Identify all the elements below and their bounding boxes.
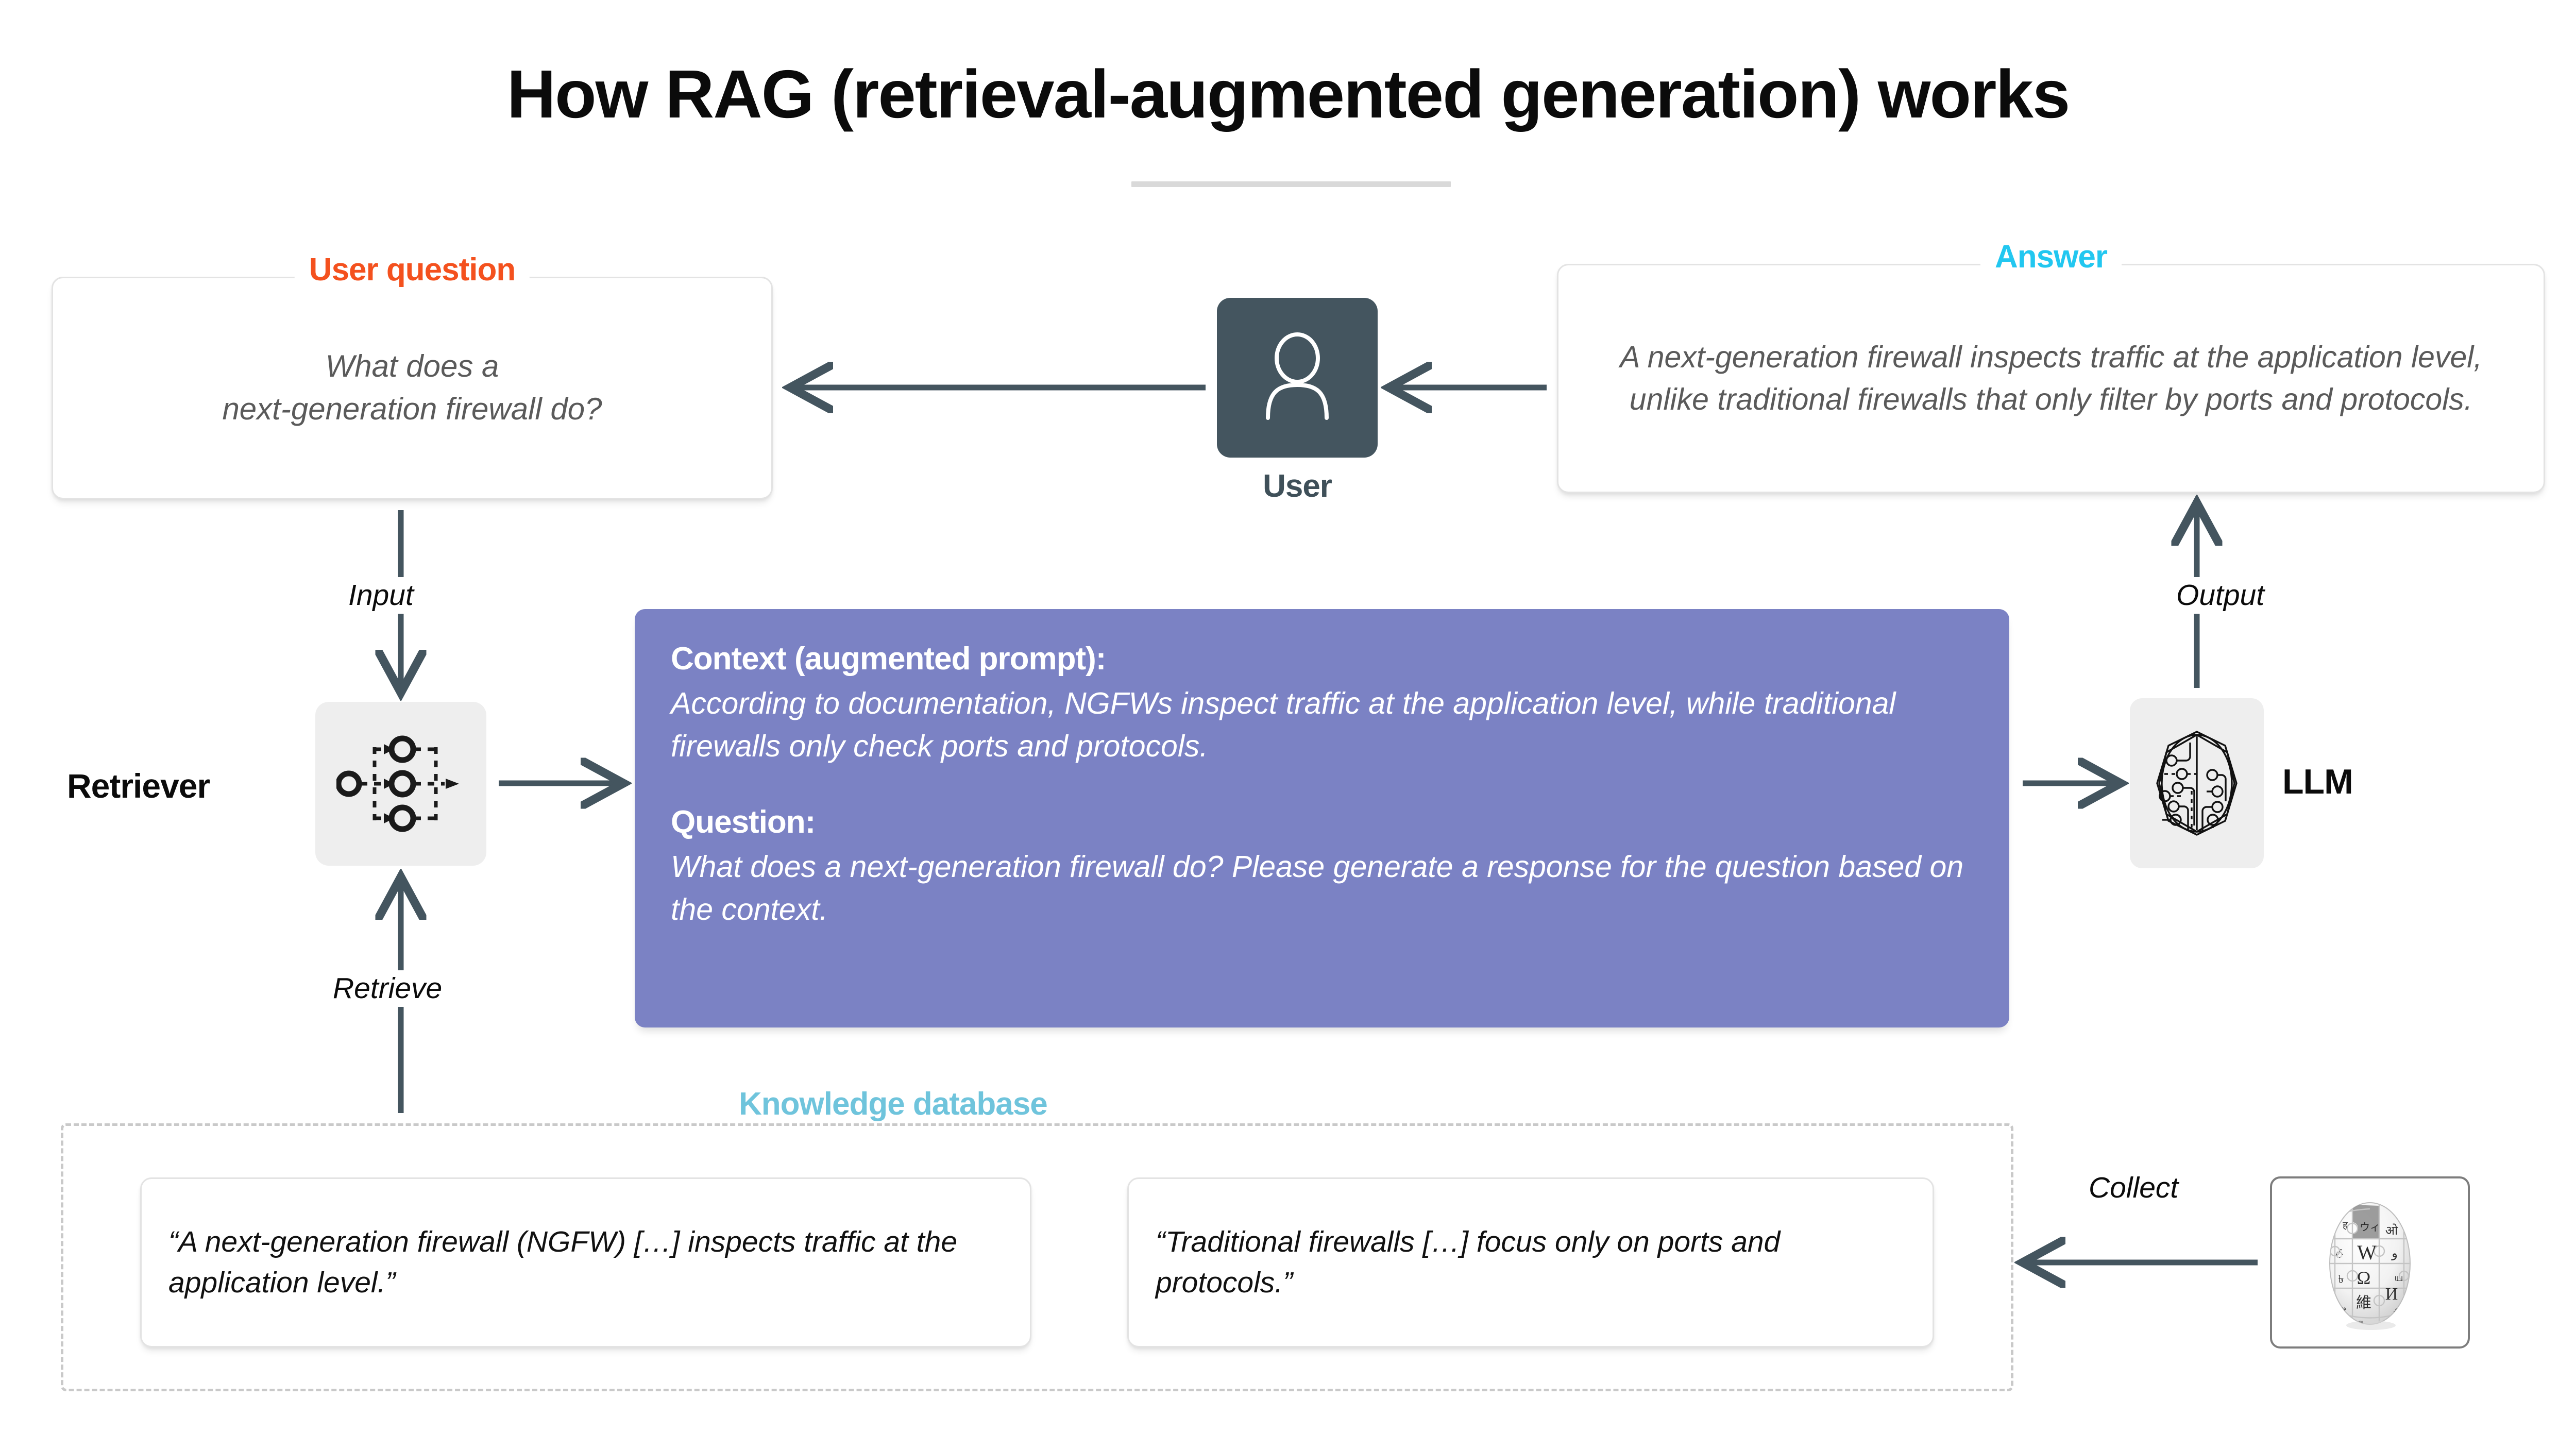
retriever-label: Retriever xyxy=(67,767,210,805)
svg-text:И: И xyxy=(2385,1285,2398,1304)
arrow-label-retrieve: Retrieve xyxy=(325,970,451,1007)
context-spacer xyxy=(671,768,1973,802)
retriever-tile xyxy=(315,702,486,866)
circuit-brain-icon xyxy=(2156,731,2238,836)
user-label: User xyxy=(1263,468,1332,504)
svg-text:ง: ง xyxy=(2393,1305,2399,1318)
wikipedia-globe-icon: ओ ウィ ह و W ் ய Ω ৳ И 維 ง ฮ ೆ xyxy=(2329,1202,2411,1330)
page-title: How RAG (retrieval-augmented generation)… xyxy=(506,56,2071,132)
svg-text:W: W xyxy=(2357,1241,2377,1264)
svg-text:Ω: Ω xyxy=(2357,1268,2371,1288)
svg-text:維: 維 xyxy=(2356,1294,2371,1311)
user-node: User xyxy=(1217,298,1378,504)
context-text: According to documentation, NGFWs inspec… xyxy=(671,686,1896,764)
title-divider xyxy=(1131,181,1451,187)
knowledge-document-card: “A next-generation firewall (NGFW) […] i… xyxy=(140,1177,1031,1347)
retriever-network-icon xyxy=(336,735,459,832)
question-heading: Question: xyxy=(671,804,816,840)
context-heading: Context (augmented prompt): xyxy=(671,641,1106,677)
knowledge-document-text: “A next-generation firewall (NGFW) […] i… xyxy=(168,1225,958,1299)
knowledge-document-text: “Traditional firewalls […] focus only on… xyxy=(1156,1225,1781,1299)
context-augmented-prompt-box: Context (augmented prompt): According to… xyxy=(635,609,2009,1027)
svg-text:ओ: ओ xyxy=(2385,1223,2398,1238)
svg-text:৳: ৳ xyxy=(2338,1273,2344,1286)
answer-text: A next-generation firewall inspects traf… xyxy=(1620,340,2482,416)
knowledge-database-container xyxy=(61,1123,2013,1391)
arrow-label-output: Output xyxy=(2168,577,2273,614)
knowledge-document-card: “Traditional firewalls […] focus only on… xyxy=(1127,1177,1934,1347)
svg-text:ウィ: ウィ xyxy=(2360,1222,2380,1233)
user-question-label: User question xyxy=(294,254,530,286)
svg-text:ய: ய xyxy=(2394,1272,2403,1284)
user-question-card: User question What does a next-generatio… xyxy=(52,254,773,499)
svg-text:ह: ह xyxy=(2343,1220,2348,1231)
user-question-text: What does a next-generation firewall do? xyxy=(222,349,602,426)
answer-label: Answer xyxy=(1980,241,2122,273)
question-text: What does a next-generation firewall do?… xyxy=(671,849,1964,927)
person-icon xyxy=(1266,332,1329,420)
user-tile xyxy=(1217,298,1378,458)
knowledge-database-label: Knowledge database xyxy=(721,1088,1065,1120)
llm-label: LLM xyxy=(2282,762,2353,801)
svg-text:்: ் xyxy=(2335,1247,2345,1260)
answer-card: Answer A next-generation firewall inspec… xyxy=(1557,241,2545,493)
arrow-label-input: Input xyxy=(340,577,422,614)
arrow-label-collect: Collect xyxy=(2080,1170,2187,1206)
svg-text:و: و xyxy=(2391,1247,2398,1260)
source-card: ओ ウィ ह و W ் ய Ω ৳ И 維 ง ฮ ೆ xyxy=(2270,1176,2470,1349)
llm-tile xyxy=(2130,698,2264,868)
